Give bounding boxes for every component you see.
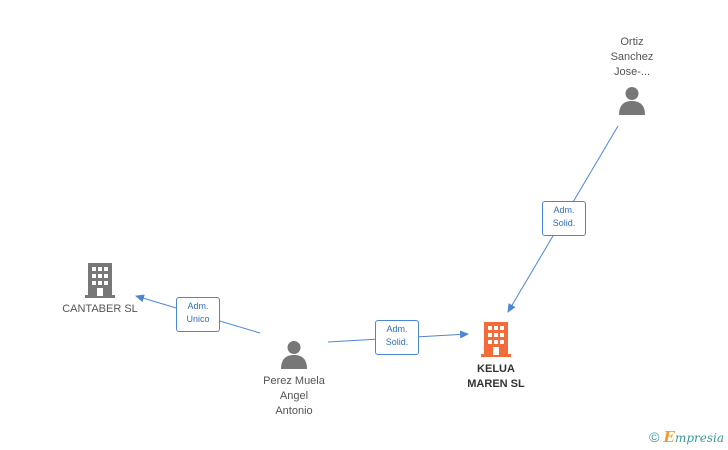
node-label: KELUA MAREN SL: [467, 363, 525, 390]
node-label: Ortiz Sanchez Jose-...: [610, 36, 654, 78]
building-icon: [85, 263, 115, 298]
node-cantaber-sl[interactable]: CANTABER SL: [52, 263, 148, 317]
node-perez-muela[interactable]: Perez Muela Angel Antonio: [248, 339, 340, 419]
node-kelua-maren-sl[interactable]: KELUA MAREN SL: [456, 322, 536, 392]
edge-label-perez-kelua[interactable]: Adm. Solid.: [375, 320, 419, 355]
copyright-symbol: ©: [649, 429, 660, 445]
person-icon: [281, 341, 307, 369]
person-icon: [619, 87, 645, 115]
brand-name: Empresia: [664, 428, 725, 446]
building-icon: [481, 322, 511, 357]
brand-initial: E: [663, 428, 675, 446]
edge-label-ortiz-kelua[interactable]: Adm. Solid.: [542, 201, 586, 236]
node-ortiz-sanchez[interactable]: Ortiz Sanchez Jose-...: [592, 35, 672, 115]
edge-label-perez-cantaber[interactable]: Adm. Unico: [176, 297, 220, 332]
node-label: Perez Muela Angel Antonio: [263, 375, 325, 417]
brand-watermark: © Empresia: [649, 428, 724, 446]
node-label: CANTABER SL: [62, 303, 138, 315]
brand-rest: mpresia: [674, 431, 724, 445]
